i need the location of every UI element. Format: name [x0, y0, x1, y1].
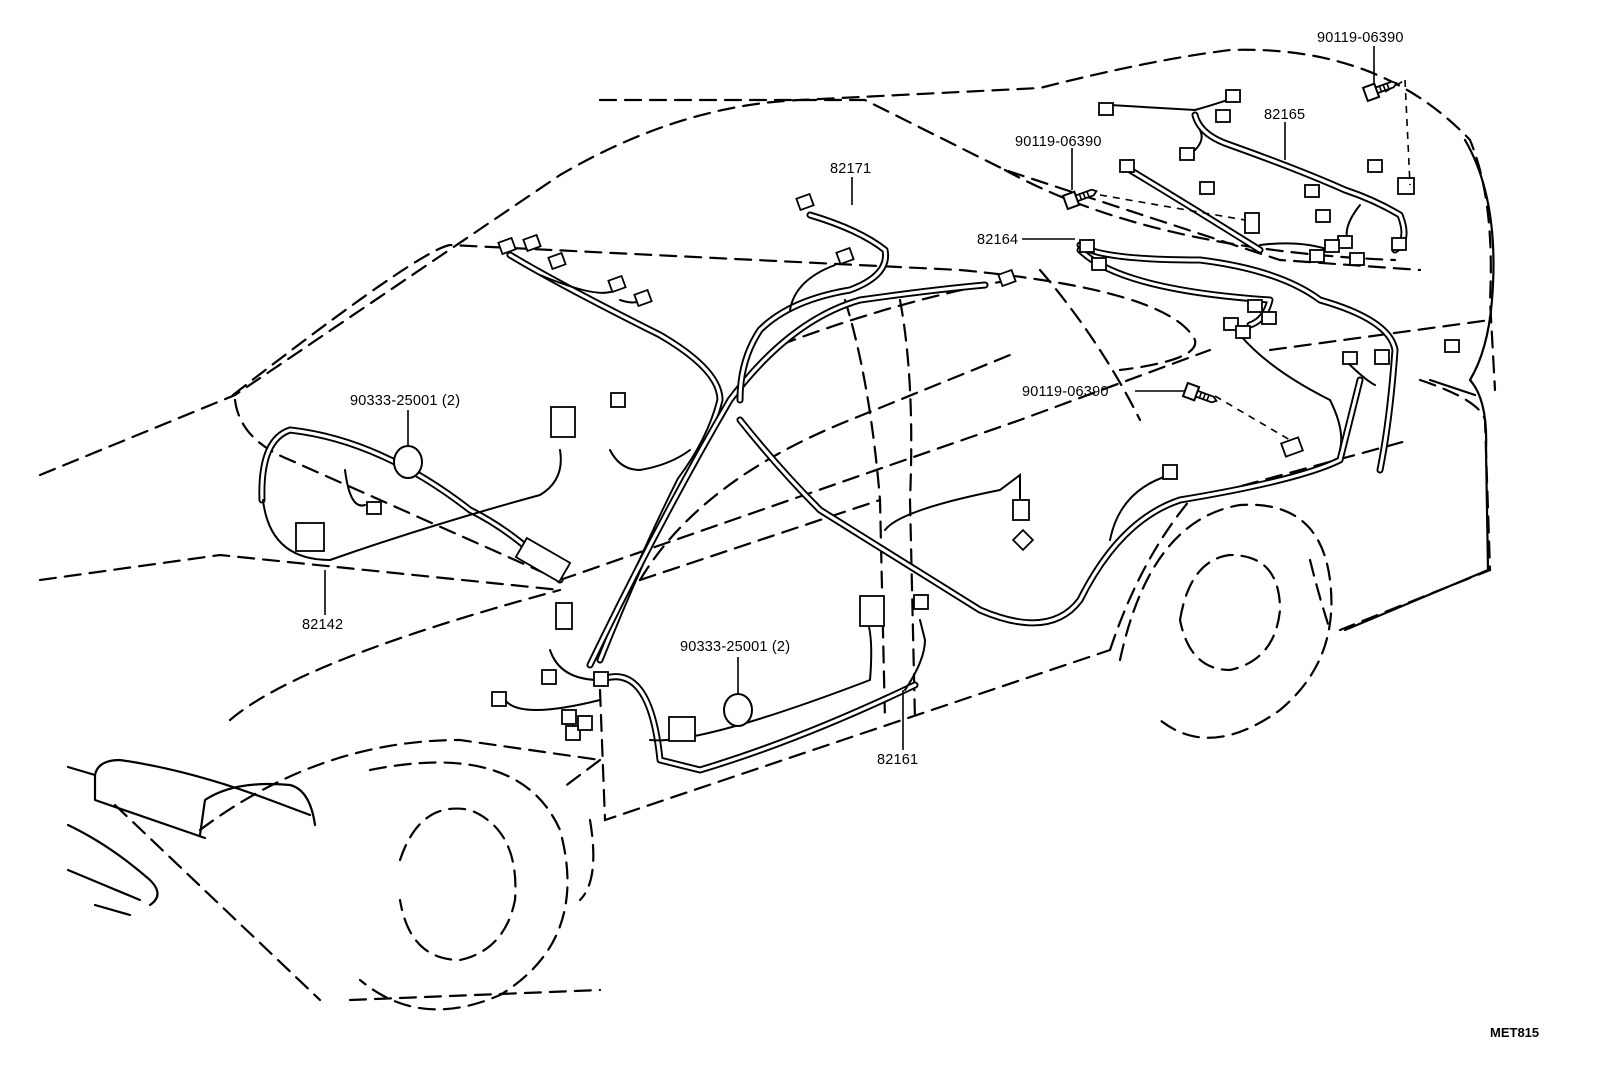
harness-82142 — [258, 426, 564, 584]
connector — [1337, 235, 1353, 249]
connector — [1011, 528, 1035, 552]
connector — [547, 251, 567, 271]
connector — [1247, 299, 1263, 313]
connector — [1391, 237, 1407, 251]
leader-lines — [324, 46, 1411, 750]
connector — [366, 501, 382, 515]
connector — [913, 594, 929, 610]
connector — [295, 522, 325, 552]
label-bolt-top-right: 90119-06390 — [1317, 30, 1404, 46]
label-part-82164: 82164 — [977, 232, 1018, 248]
label-part-82165: 82165 — [1264, 107, 1305, 123]
connector — [1444, 339, 1460, 353]
vehicle-solid-parts — [66, 138, 1495, 917]
connector — [668, 716, 696, 742]
connector — [1225, 89, 1241, 103]
connector — [565, 725, 581, 741]
connector — [607, 274, 627, 294]
connector — [1119, 159, 1135, 173]
connector — [1315, 209, 1331, 223]
connector — [1199, 181, 1215, 195]
connector — [1279, 436, 1305, 458]
label-bolt-mid-upper: 90119-06390 — [1015, 134, 1102, 150]
connector — [561, 709, 577, 725]
connector — [633, 288, 653, 308]
connector — [610, 392, 626, 408]
connector — [795, 192, 815, 212]
label-part-82142: 82142 — [302, 617, 343, 633]
label-grommet-front: 90333-25001 (2) — [350, 393, 460, 409]
connector — [522, 233, 542, 253]
label-bolt-mid-lower: 90119-06390 — [1022, 384, 1109, 400]
connector — [1235, 325, 1251, 339]
connector — [514, 536, 572, 584]
connector — [1397, 177, 1415, 195]
connectors — [295, 89, 1460, 742]
connector — [550, 406, 576, 438]
connector — [1367, 159, 1383, 173]
connector — [1342, 351, 1358, 365]
connector — [1098, 102, 1114, 116]
connector — [1223, 317, 1239, 331]
connector — [1179, 147, 1195, 161]
harness-82164-82165 — [1076, 94, 1408, 474]
harness-82171 — [506, 211, 989, 669]
connector — [1374, 349, 1390, 365]
connector — [1079, 239, 1095, 253]
bolt-mid-lower-icon — [1181, 381, 1218, 404]
connector — [1304, 184, 1320, 198]
connector — [577, 715, 593, 731]
connector — [1162, 464, 1178, 480]
figure-code: MET815 — [1490, 1025, 1539, 1040]
connector — [1012, 499, 1030, 521]
connector — [1261, 311, 1277, 325]
vehicle-body-outline — [38, 48, 1497, 1011]
connector — [1215, 109, 1231, 123]
connector — [491, 691, 507, 707]
label-part-82171: 82171 — [830, 161, 871, 177]
bolt-mid-upper-icon — [1061, 188, 1098, 211]
connector — [1244, 212, 1260, 234]
connector — [1324, 239, 1340, 253]
connector — [1091, 257, 1107, 271]
grommet-front — [393, 445, 423, 479]
connector — [997, 268, 1017, 288]
connector — [541, 669, 557, 685]
connector — [1349, 252, 1365, 266]
connector — [555, 602, 573, 630]
label-grommet-door: 90333-25001 (2) — [680, 639, 790, 655]
connector — [835, 246, 855, 266]
bolt-top-right-icon — [1361, 80, 1398, 103]
connector — [1309, 249, 1325, 263]
harness-82161 — [504, 376, 1364, 774]
grommet-door — [723, 693, 753, 727]
connector — [859, 595, 885, 627]
label-part-82161: 82161 — [877, 752, 918, 768]
connector — [593, 671, 609, 687]
callout-labels: 90119-06390 82165 90119-06390 82171 8216… — [302, 30, 1539, 1040]
connector — [497, 236, 517, 256]
